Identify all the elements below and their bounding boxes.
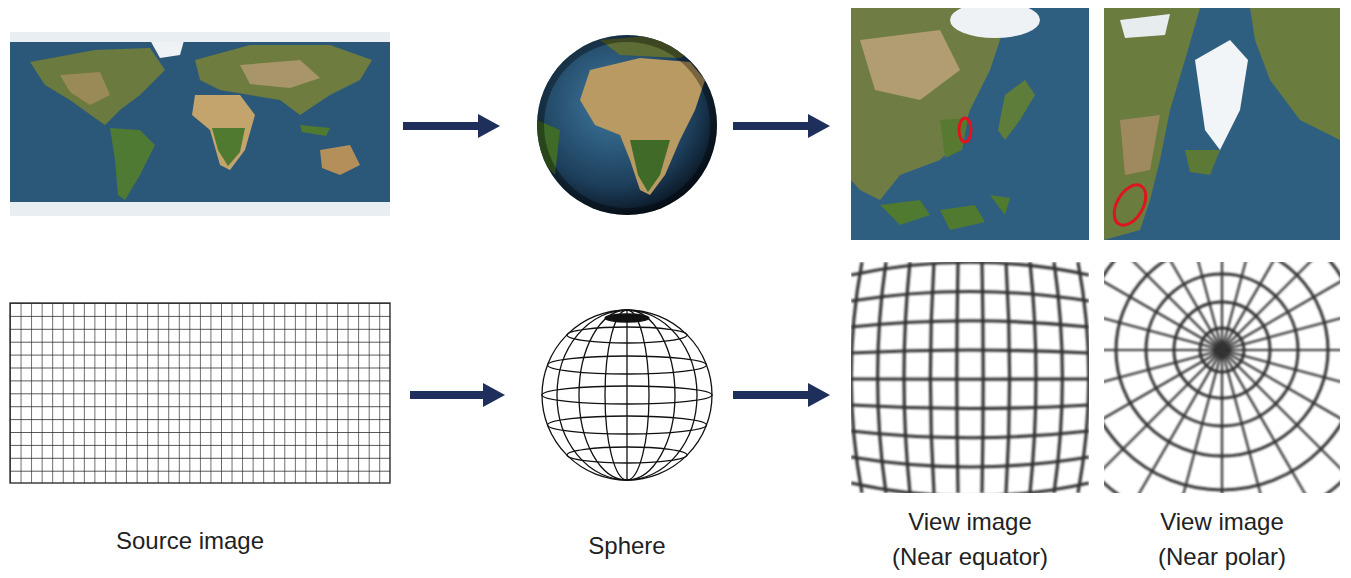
wireframe-sphere bbox=[542, 310, 712, 480]
caption-label: Source image bbox=[60, 523, 320, 558]
globe bbox=[537, 35, 717, 215]
caption-label: View image (Near equator) bbox=[883, 504, 1058, 574]
view-polar-grid bbox=[1104, 262, 1340, 493]
world-map bbox=[10, 32, 390, 216]
view-equator-map bbox=[851, 8, 1089, 240]
view-equator-grid bbox=[851, 262, 1089, 493]
caption-label: View image (Near polar) bbox=[1135, 504, 1310, 574]
flow-arrows bbox=[403, 114, 830, 407]
caption-label: Sphere bbox=[527, 528, 727, 563]
view-polar-map bbox=[1104, 8, 1340, 240]
flat-grid bbox=[10, 303, 390, 483]
